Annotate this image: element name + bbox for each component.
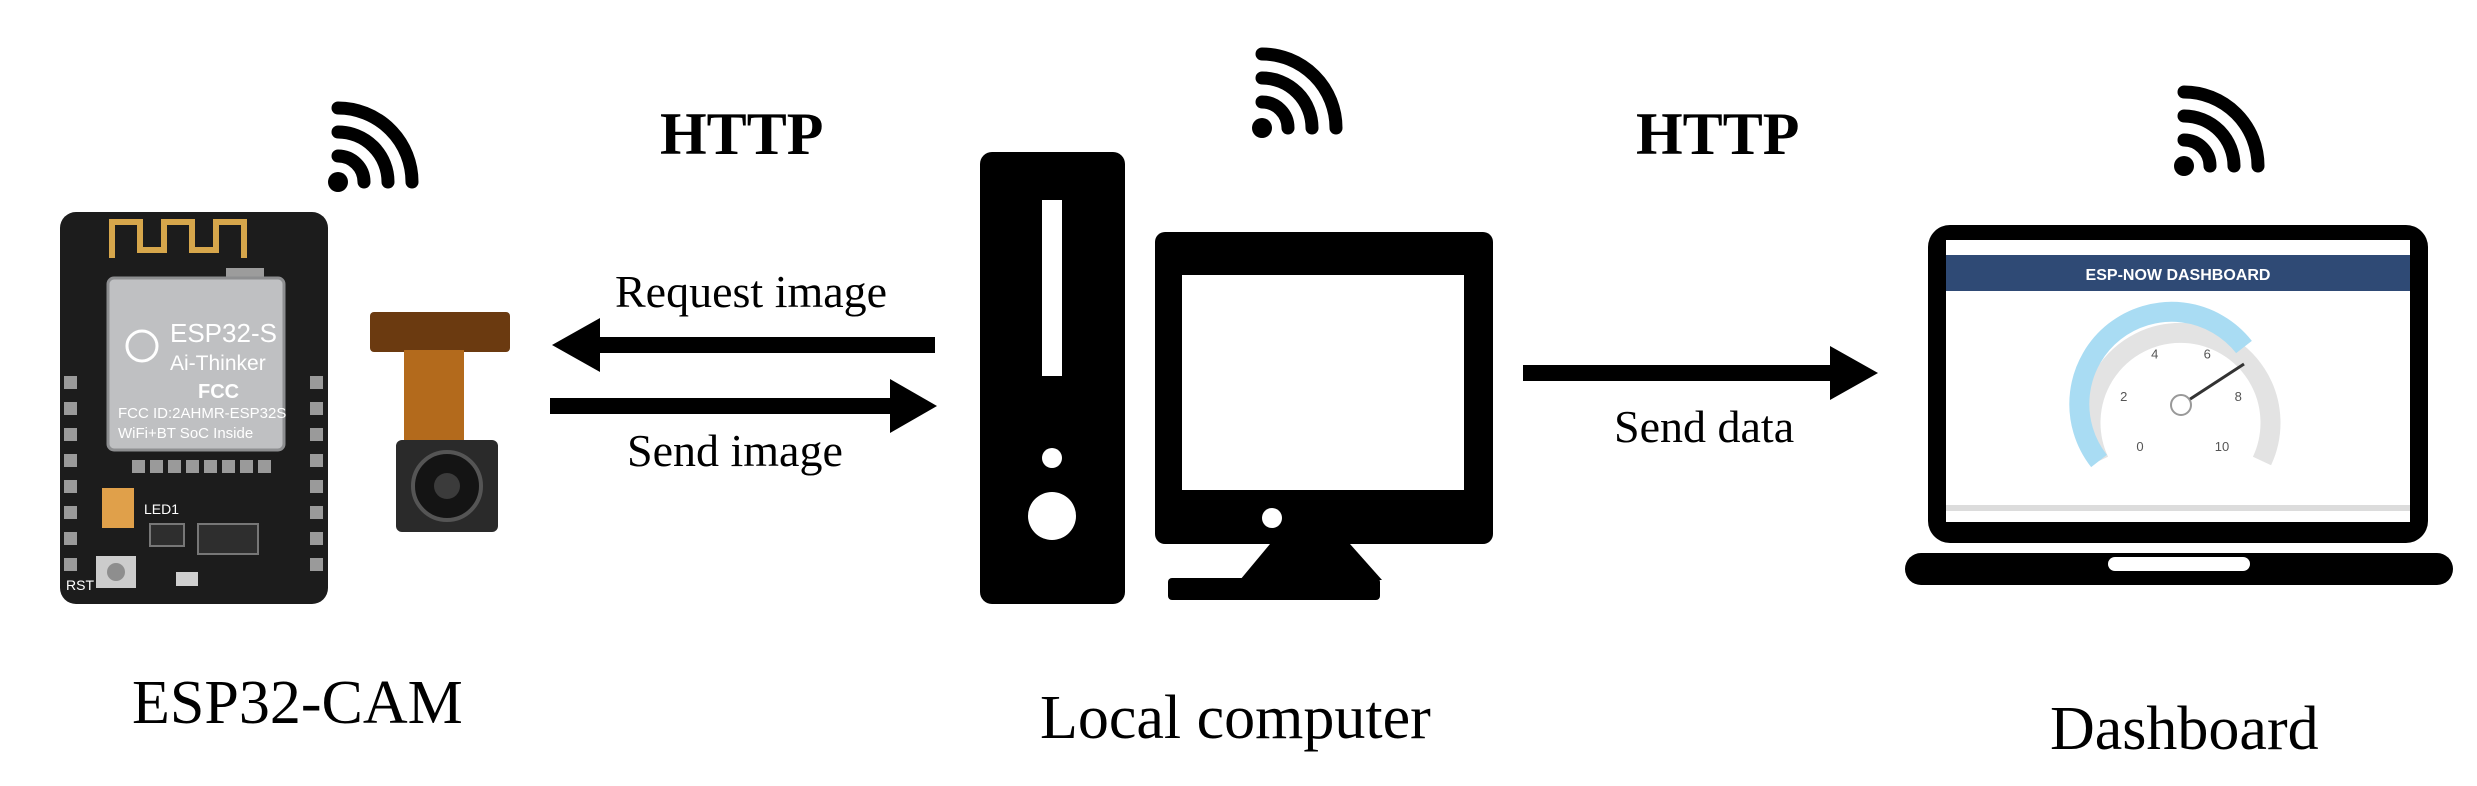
header-pin bbox=[64, 428, 77, 441]
screen-header: ESP-NOW DASHBOARD bbox=[2086, 267, 2271, 284]
send-image-arrow bbox=[550, 379, 937, 433]
header-pin bbox=[310, 428, 323, 441]
gauge-tick-label: 2 bbox=[2120, 389, 2127, 404]
header-pin bbox=[64, 376, 77, 389]
module-vendor: Ai-Thinker bbox=[170, 352, 266, 375]
module-desc: WiFi+BT SoC Inside bbox=[118, 425, 253, 442]
send-image-label: Send image bbox=[627, 425, 843, 476]
camera-module bbox=[370, 312, 510, 532]
header-pin bbox=[310, 532, 323, 545]
local-computer-label: Local computer bbox=[1040, 684, 1431, 752]
reset-label: RST bbox=[66, 577, 94, 593]
wifi-icon-computer bbox=[1252, 54, 1336, 138]
header-pin bbox=[132, 460, 145, 473]
request-arrow bbox=[552, 318, 935, 372]
header-pin bbox=[64, 402, 77, 415]
header-pin bbox=[240, 460, 253, 473]
gauge-tick-label: 4 bbox=[2151, 346, 2158, 361]
header-pin bbox=[310, 376, 323, 389]
gauge-tick-label: 10 bbox=[2215, 439, 2229, 454]
header-pin bbox=[310, 558, 323, 571]
header-pin bbox=[186, 460, 199, 473]
module-name: ESP32-S bbox=[170, 318, 277, 348]
laptop-icon: ESP-NOW DASHBOARD 0 2 4 6 8 10 bbox=[1905, 225, 2453, 585]
dashboard-gauge: 0 2 4 6 8 10 bbox=[2069, 301, 2281, 468]
header-pin bbox=[64, 454, 77, 467]
dashboard-label: Dashboard bbox=[2050, 695, 2319, 763]
header-pin bbox=[64, 532, 77, 545]
request-image-label: Request image bbox=[615, 266, 888, 317]
wifi-icon-dashboard bbox=[2174, 92, 2258, 176]
send-data-arrow bbox=[1523, 346, 1878, 400]
header-pins-left bbox=[64, 376, 77, 571]
esp32-cam-board: ESP32-S Ai-Thinker FCC FCC ID:2AHMR-ESP3… bbox=[60, 212, 328, 604]
header-pin bbox=[64, 480, 77, 493]
protocol-label-left: HTTP bbox=[660, 101, 824, 167]
header-pin bbox=[258, 460, 271, 473]
header-pin bbox=[150, 460, 163, 473]
camera-connector-pins bbox=[132, 460, 271, 473]
send-data-label: Send data bbox=[1614, 401, 1795, 452]
header-pin bbox=[222, 460, 235, 473]
gauge-tick-label: 6 bbox=[2204, 346, 2211, 361]
header-pin bbox=[310, 402, 323, 415]
header-pin bbox=[204, 460, 217, 473]
fcc-id: FCC ID:2AHMR-ESP32S bbox=[118, 405, 286, 422]
computer-icon bbox=[980, 152, 1493, 604]
header-pin bbox=[64, 558, 77, 571]
header-pin bbox=[310, 506, 323, 519]
gauge-tick-label: 0 bbox=[2136, 439, 2143, 454]
header-pin bbox=[310, 480, 323, 493]
esp32-cam-label: ESP32-CAM bbox=[132, 669, 463, 737]
header-pins-right bbox=[310, 376, 323, 571]
header-pin bbox=[310, 454, 323, 467]
wifi-icon-camera bbox=[328, 108, 412, 192]
protocol-label-right: HTTP bbox=[1636, 101, 1800, 167]
led-label: LED1 bbox=[144, 501, 179, 517]
gauge-tick-label: 8 bbox=[2235, 389, 2242, 404]
fcc-badge: FCC bbox=[198, 381, 239, 403]
header-pin bbox=[168, 460, 181, 473]
header-pin bbox=[64, 506, 77, 519]
